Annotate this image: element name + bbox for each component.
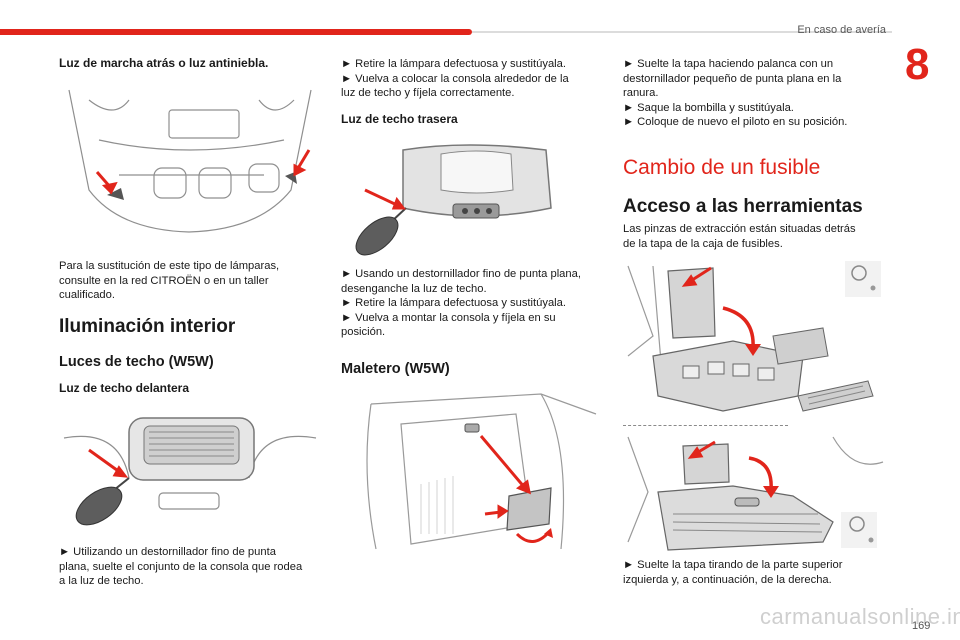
heading-reverse-light: Luz de marcha atrás o luz antiniebla. [59, 56, 269, 70]
figure-boot-light [341, 384, 605, 554]
heading-rear-roof-light: Luz de techo trasera [341, 112, 458, 126]
rear-roof-light-illustration [355, 144, 552, 256]
paragraph-rear-roof-light: ► Usando un destornillador fino de punta… [341, 268, 581, 339]
figure-fuse-box-cover [623, 432, 885, 554]
heading-tool-access: Acceso a las herramientas [623, 196, 863, 217]
figure-front-roof-light [59, 398, 321, 526]
steering-wheel-icon [851, 265, 867, 281]
page-number: 169 [912, 620, 931, 632]
header-accent-bar [0, 29, 472, 35]
paragraph-front-roof-light: ► Utilizando un destornillador fino de p… [59, 546, 303, 588]
paragraph-boot-lamp: ► Suelte la tapa haciendo palanca con un… [623, 58, 848, 129]
paragraph-release-cover: ► Suelte la tapa tirando de la parte sup… [623, 559, 843, 586]
paragraph-reverse-light: Para la sustitución de este tipo de lámp… [59, 260, 280, 302]
header-rule [472, 31, 892, 33]
figure-rear-roof-light [341, 128, 605, 256]
paragraph-tool-access: Las pinzas de extracción están situadas … [623, 223, 856, 250]
chapter-number: 8 [905, 40, 930, 89]
section-title: En caso de avería [797, 24, 886, 36]
heading-roof-lights: Luces de techo (W5W) [59, 354, 214, 370]
fuse-box-cover-illustration [627, 436, 884, 551]
reverse-lamp-left [107, 188, 124, 200]
heading-fuse-change: Cambio de un fusible [623, 156, 821, 179]
steering-wheel-icon-2 [849, 516, 865, 532]
heading-boot-light: Maletero (W5W) [341, 361, 450, 377]
fuse-box-open-illustration [627, 261, 881, 412]
heading-interior-lighting: Iluminación interior [59, 316, 236, 337]
rear-bumper-illustration [68, 89, 312, 233]
boot-light-illustration [366, 393, 597, 550]
watermark: carmanualsonline.info [760, 604, 960, 629]
heading-front-roof-light: Luz de techo delantera [59, 381, 190, 395]
person-icon [870, 285, 876, 291]
figure-separator [623, 425, 788, 426]
paragraph-replace-lamp: ► Retire la lámpara defectuosa y sustitú… [341, 58, 569, 100]
front-roof-light-illustration [63, 417, 317, 526]
figure-fuse-box-open [623, 256, 885, 420]
figure-rear-bumper [59, 80, 321, 240]
person-icon-2 [868, 537, 874, 543]
